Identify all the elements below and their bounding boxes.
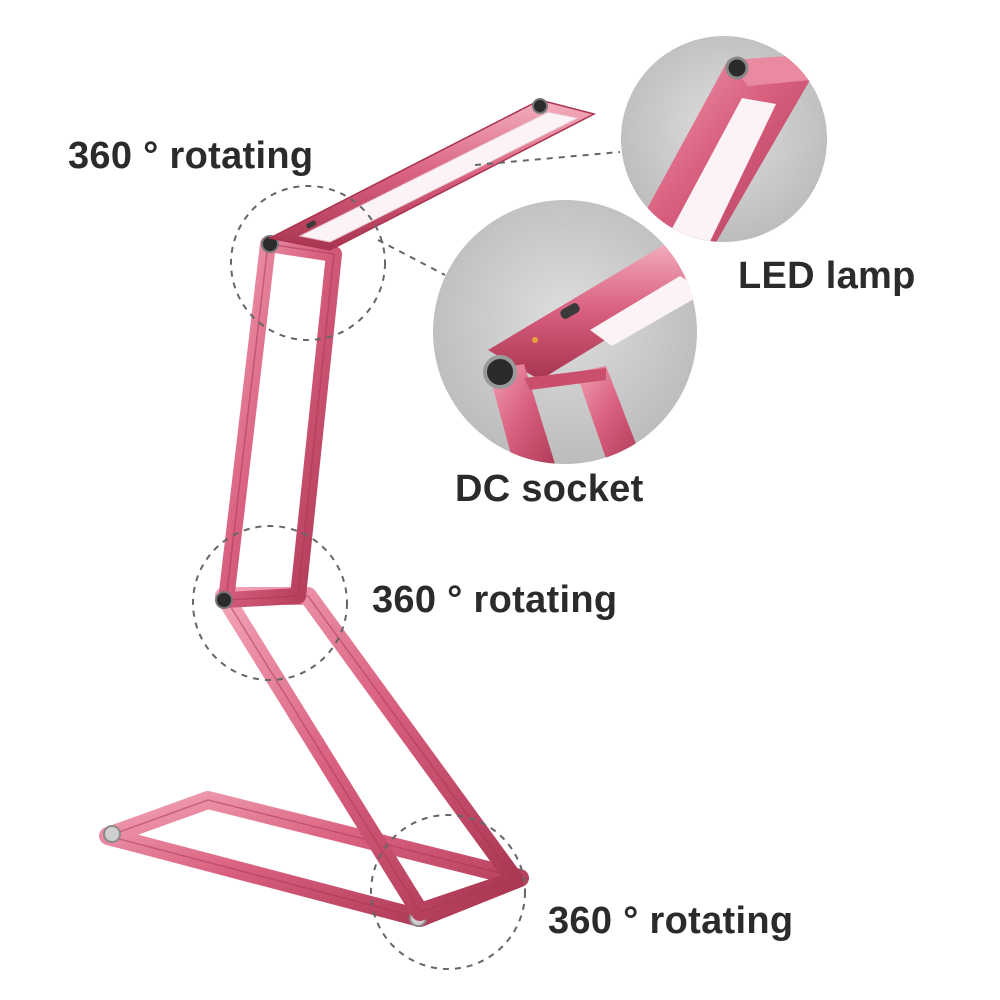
top-hinge-circle	[230, 185, 386, 341]
middle-rotating-label: 360 ° rotating	[372, 579, 618, 621]
dc-socket-label: DC socket	[455, 468, 644, 510]
middle-hinge-circle	[192, 525, 348, 681]
top-rotating-label: 360 ° rotating	[68, 135, 314, 177]
led-zoom-circle	[621, 36, 827, 242]
hinge-highlights	[192, 185, 526, 970]
dc-socket-zoom-circle	[433, 200, 697, 464]
led-lamp-label: LED lamp	[738, 255, 916, 297]
bottom-hinge-circle	[370, 814, 526, 970]
guide-lines	[377, 151, 621, 276]
lamp-upper-arm	[215, 235, 342, 609]
lamp-head	[267, 98, 597, 251]
bottom-rotating-label: 360 ° rotating	[548, 900, 794, 942]
